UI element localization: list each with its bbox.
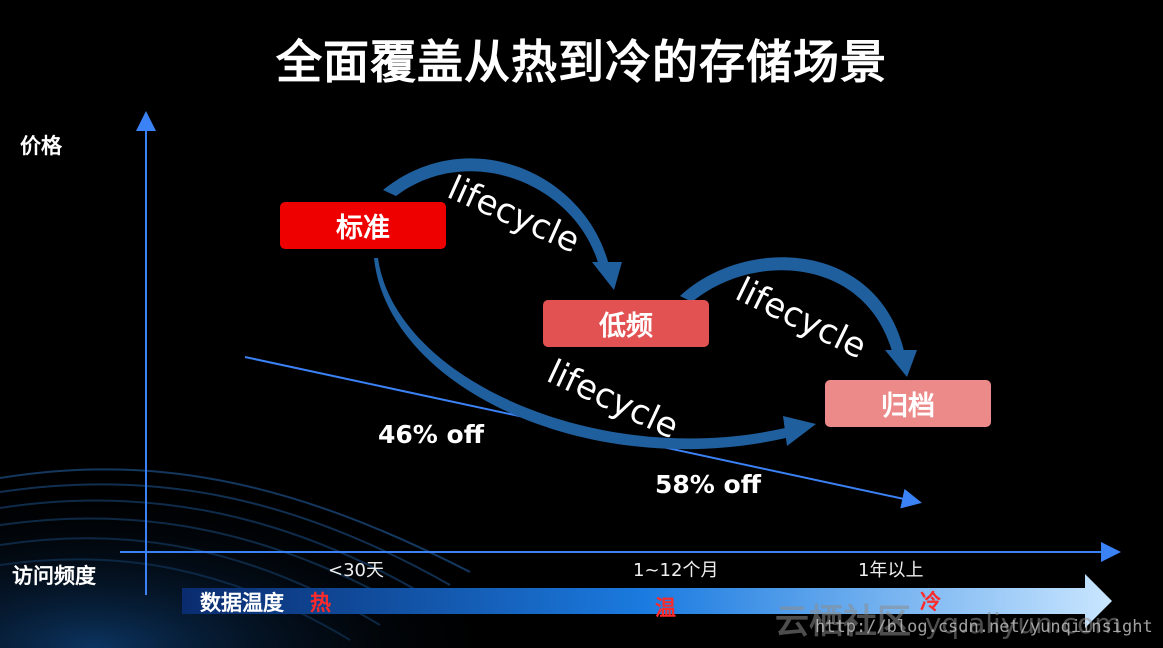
- temperature-hot: 热: [310, 591, 331, 615]
- wave-decoration: [0, 458, 471, 648]
- y-axis-label: 价格: [20, 134, 62, 158]
- x-tick-under-30-days: <30天: [328, 560, 384, 581]
- data-temperature-label: 数据温度: [200, 591, 284, 615]
- savings-low-frequency: 46% off: [378, 420, 484, 449]
- temperature-cold: 冷: [920, 590, 941, 614]
- temperature-warm: 温: [655, 596, 676, 620]
- arrow-low-to-archive: [680, 257, 905, 355]
- watermark-site: yq.aliyun.com: [924, 607, 1122, 640]
- arrow-standard-to-low: [383, 158, 610, 270]
- tier-low-frequency-box: 低频: [543, 300, 709, 347]
- watermark-url: http://blog.csdn.net/yunqiinsight: [815, 617, 1153, 637]
- watermark-brand-name: 云栖社区: [775, 602, 911, 642]
- lifecycle-arrows: [374, 158, 917, 450]
- savings-archive: 58% off: [655, 470, 761, 499]
- x-tick-1-to-12-months: 1~12个月: [633, 560, 719, 581]
- tier-standard-box: 标准: [280, 202, 446, 249]
- tier-archive-box: 归档: [825, 380, 991, 427]
- slide-title: 全面覆盖从热到冷的存储场景: [276, 35, 887, 89]
- x-axis-label: 访问频度: [12, 564, 96, 588]
- temperature-bar: [182, 574, 1112, 628]
- x-tick-over-1-year: 1年以上: [858, 560, 924, 581]
- watermark-brand: 云栖社区 yq.aliyun.com: [775, 594, 1122, 643]
